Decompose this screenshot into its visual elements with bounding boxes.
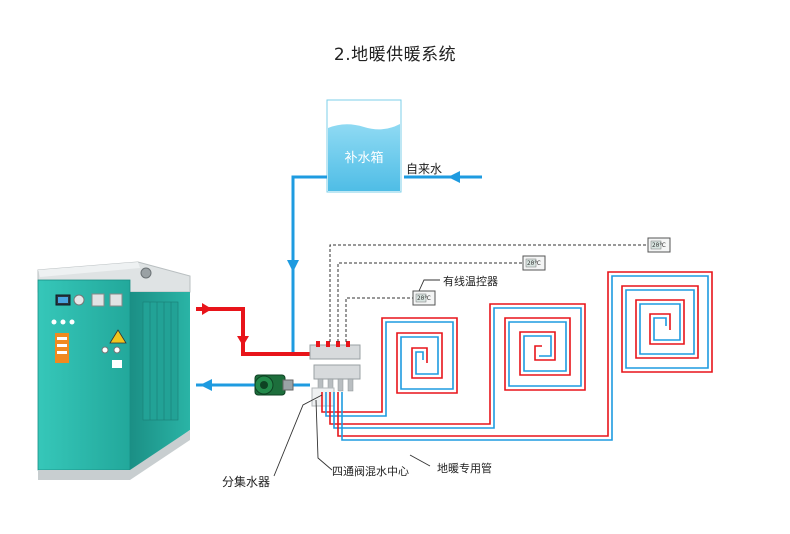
- manifold-label: 分集水器: [222, 475, 271, 489]
- electric-boiler: [37, 261, 191, 480]
- floor-heating-loops: [321, 271, 713, 441]
- water-tank: [326, 99, 402, 193]
- flow-arrows: [200, 171, 460, 391]
- thermostat-1: 20℃: [647, 237, 671, 253]
- thermostat-3: 20℃: [412, 290, 436, 306]
- thermostat-2: 20℃: [522, 255, 546, 271]
- thermostat-wires: [329, 244, 648, 342]
- page-title: 2.地暖供暖系统: [333, 45, 457, 65]
- thermostat-label: 有线温控器: [443, 275, 498, 288]
- thermostat-2-display: 20℃: [527, 260, 541, 267]
- tank-label: 补水箱: [344, 151, 384, 166]
- manifold-unit: [309, 341, 361, 407]
- circulation-pump: [254, 374, 294, 396]
- callout-lines: [273, 279, 440, 477]
- thermostat-3-display: 20℃: [417, 295, 431, 302]
- floor-pipe-label: 地暖专用管: [437, 462, 492, 475]
- thermostat-1-display: 20℃: [652, 242, 666, 249]
- mixing-center-label: 四通阀混水中心: [332, 465, 409, 478]
- supply-pipe: [196, 303, 318, 356]
- tap-water-label: 自来水: [406, 162, 443, 176]
